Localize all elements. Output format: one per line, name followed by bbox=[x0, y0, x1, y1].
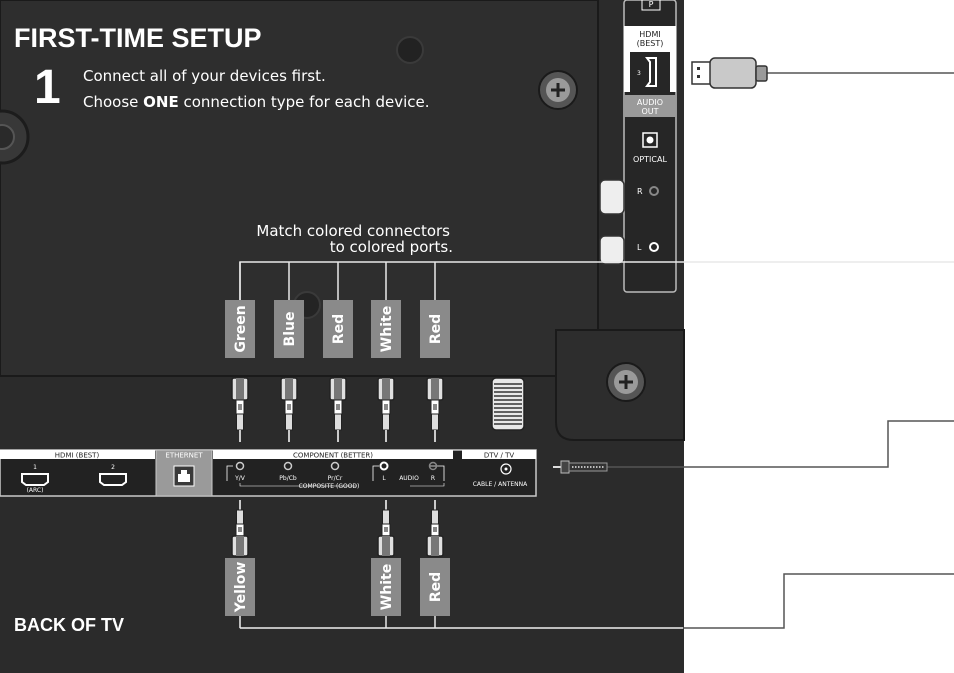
audio-l-label: L bbox=[382, 475, 386, 482]
side-hdmi-best: (BEST) bbox=[637, 39, 664, 48]
side-top-label: P bbox=[649, 0, 654, 9]
coax-cable-line bbox=[606, 420, 954, 468]
color-tag: Red bbox=[323, 300, 353, 358]
color-tag-label: Yellow bbox=[233, 562, 249, 614]
audio-out-label-2: OUT bbox=[641, 107, 658, 116]
top-color-tags: Green Blue Red White Red bbox=[225, 300, 450, 358]
step-number: 1 bbox=[34, 61, 61, 114]
match-note-line-2: to colored ports. bbox=[330, 238, 453, 256]
instruction-line-2: Choose ONE connection type for each devi… bbox=[83, 93, 430, 111]
side-r-label: R bbox=[637, 187, 643, 196]
screw-icon bbox=[606, 362, 646, 402]
top-rca-plugs bbox=[231, 377, 444, 442]
hdmi-plug-icon bbox=[691, 57, 768, 89]
rca-plug-icon bbox=[377, 377, 395, 442]
page-title: FIRST-TIME SETUP bbox=[14, 23, 262, 53]
color-tag-label: Red bbox=[428, 314, 444, 344]
color-tag: Yellow bbox=[225, 558, 255, 616]
rca-l-port-icon bbox=[649, 242, 659, 252]
bottom-port-panel: HDMI (BEST) 1 (ARC) 2 ETHERNET COMPONENT… bbox=[0, 449, 537, 497]
color-tag-label: White bbox=[379, 564, 395, 610]
rca-port-icon bbox=[379, 461, 389, 471]
cable-antenna-label: CABLE / ANTENNA bbox=[473, 481, 528, 488]
color-tag: Green bbox=[225, 300, 255, 358]
ethernet-port-icon bbox=[173, 465, 195, 487]
color-tag: Red bbox=[420, 300, 450, 358]
color-tag-label: Red bbox=[331, 314, 347, 344]
hdmi-port-icon bbox=[21, 473, 49, 486]
antenna-connector-icon bbox=[491, 377, 525, 431]
bottom-bracket-ticks bbox=[239, 616, 436, 628]
hdmi1-number: 1 bbox=[33, 464, 37, 471]
back-of-tv-label: BACK OF TV bbox=[14, 615, 124, 635]
side-hdmi-label: HDMI bbox=[639, 30, 660, 39]
side-knob bbox=[599, 179, 625, 215]
color-tag: White bbox=[371, 558, 401, 616]
audio-r-label: R bbox=[431, 475, 435, 482]
instruction-line-1: Connect all of your devices first. bbox=[83, 67, 326, 85]
rca-plug-icon bbox=[280, 377, 298, 442]
rca-r-port-icon bbox=[649, 186, 659, 196]
rca-plug-icon bbox=[231, 377, 249, 442]
optical-label: OPTICAL bbox=[633, 155, 667, 164]
audio-out-label: AUDIO bbox=[637, 98, 663, 107]
color-tag-label: Red bbox=[428, 572, 444, 602]
color-tag-label: Green bbox=[233, 305, 249, 352]
hdmi2-number: 2 bbox=[111, 464, 115, 471]
hdmi-best-header: HDMI (BEST) bbox=[55, 452, 100, 460]
bottom-color-tags: Yellow White Red bbox=[225, 558, 450, 616]
color-tag: Blue bbox=[274, 300, 304, 358]
rca-plug-icon bbox=[231, 500, 249, 557]
hdmi-port-icon bbox=[645, 57, 657, 87]
rca-port-icon bbox=[283, 461, 293, 471]
side-port-panel: P HDMI (BEST) 3 AUDIO OUT OPTICAL R L bbox=[623, 0, 677, 293]
hdmi-port-icon bbox=[99, 473, 127, 486]
rca-plug-icon bbox=[426, 500, 444, 557]
rca-port-icon bbox=[235, 461, 245, 471]
rca-plug-icon bbox=[377, 500, 395, 557]
color-tag-label: White bbox=[379, 306, 395, 352]
side-l-label: L bbox=[637, 243, 642, 252]
rca-port-icon bbox=[428, 461, 438, 471]
color-tag: White bbox=[371, 300, 401, 358]
vent-hole bbox=[396, 36, 424, 64]
component-header: COMPONENT (BETTER) bbox=[293, 452, 373, 460]
hdmi1-arc: (ARC) bbox=[27, 487, 44, 494]
coax-port-icon bbox=[500, 463, 512, 475]
match-note-line-1: Match colored connectors bbox=[256, 222, 450, 240]
color-tag-label: Blue bbox=[282, 312, 298, 347]
rca-port-icon bbox=[330, 461, 340, 471]
yv-label: Y/V bbox=[234, 475, 246, 482]
pbcb-label: Pb/Cb bbox=[279, 475, 297, 482]
audio-label: AUDIO bbox=[399, 475, 419, 482]
prcr-label: Pr/Cr bbox=[328, 475, 343, 482]
mount-hole-inner bbox=[0, 124, 15, 150]
side-knob bbox=[599, 235, 625, 265]
hdmi3-number: 3 bbox=[637, 70, 641, 77]
rca-plug-icon bbox=[329, 377, 347, 442]
coax-plug-icon bbox=[553, 460, 608, 474]
rca-plug-icon bbox=[426, 377, 444, 442]
screw-icon bbox=[538, 70, 578, 110]
composite-label: COMPOSITE (GOOD) bbox=[299, 483, 360, 490]
dtv-header: DTV / TV bbox=[484, 452, 515, 460]
color-tag: Red bbox=[420, 558, 450, 616]
optical-port-icon bbox=[642, 132, 658, 148]
top-bracket-ticks bbox=[239, 262, 436, 300]
bottom-rca-plugs bbox=[231, 500, 444, 557]
ethernet-header: ETHERNET bbox=[165, 452, 203, 460]
